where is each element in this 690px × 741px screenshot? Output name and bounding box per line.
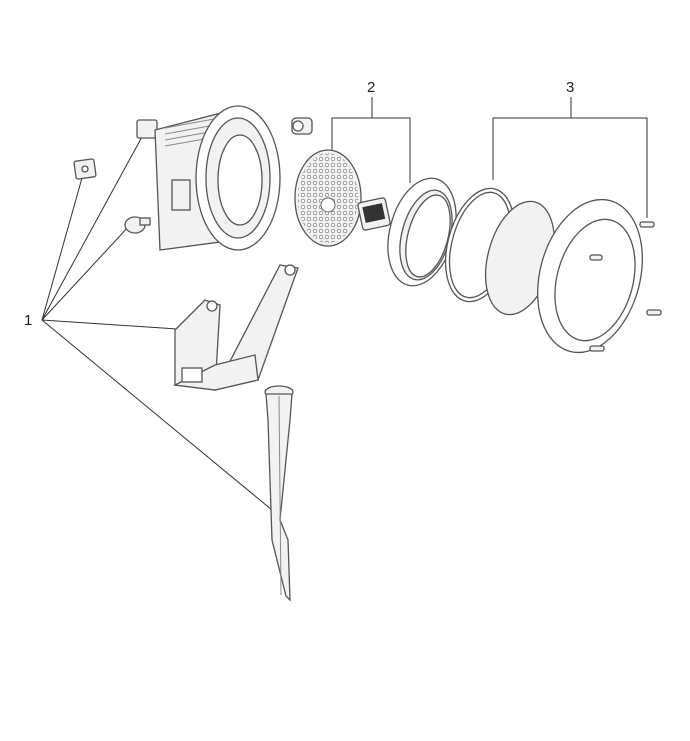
bracket-3 <box>492 97 648 218</box>
stand-bracket <box>172 264 299 391</box>
honeycomb-lens <box>294 149 362 247</box>
bracket-2 <box>331 97 411 183</box>
ground-spike <box>264 385 294 602</box>
lamp-housing <box>154 105 281 251</box>
cable-gland <box>291 117 313 135</box>
callout-2: 2 <box>367 79 375 96</box>
callout-1: 1 <box>24 312 32 329</box>
led-chip <box>357 197 391 231</box>
reflector-ring <box>387 177 457 287</box>
thumb-screw <box>124 216 151 234</box>
leader-lines-1 <box>41 134 273 511</box>
square-nut <box>73 158 97 180</box>
bezel-screws <box>589 221 662 352</box>
front-bezel <box>537 198 643 354</box>
callout-3: 3 <box>566 79 574 96</box>
mounting-clip <box>136 119 158 139</box>
